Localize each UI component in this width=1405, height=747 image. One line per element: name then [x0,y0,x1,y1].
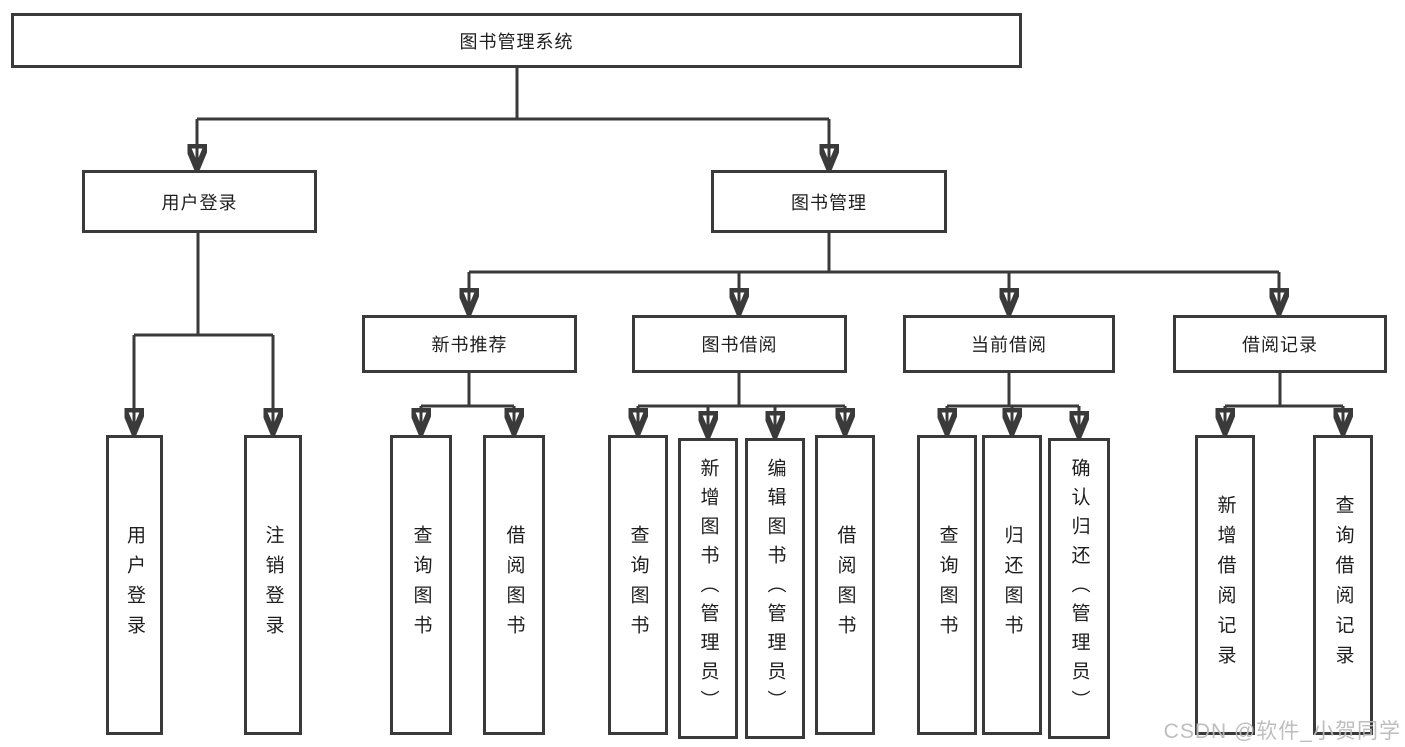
leaf-label: 借阅图书 [834,525,856,645]
leaf-label: 归还图书 [1001,525,1023,645]
leaf-query-books-borrowing: 查询图书 [608,435,668,735]
leaf-label: 新增图书（管理员） [697,458,719,719]
node-new-book-recommend: 新书推荐 [362,315,577,373]
leaf-return-book: 归还图书 [982,435,1042,735]
leaf-confirm-return-admin: 确认归还（管理员） [1048,438,1110,739]
leaf-query-books-current: 查询图书 [917,435,977,735]
leaf-query-borrow-record: 查询借阅记录 [1313,435,1373,735]
leaf-borrow-books: 借阅图书 [815,435,875,735]
node-borrow-records: 借阅记录 [1173,315,1387,373]
leaf-label: 查询借阅记录 [1332,495,1354,675]
leaf-label: 查询图书 [936,525,958,645]
leaf-label: 查询图书 [410,525,432,645]
node-root-system: 图书管理系统 [11,13,1022,68]
node-user-login: 用户登录 [82,170,317,233]
leaf-label: 确认归还（管理员） [1068,458,1090,719]
leaf-add-borrow-record: 新增借阅记录 [1195,435,1255,735]
leaf-label: 查询图书 [627,525,649,645]
csdn-watermark: CSDN @软件_小贺同学 [1163,720,1401,743]
leaf-user-login: 用户登录 [106,435,163,735]
node-current-borrowing: 当前借阅 [903,315,1115,373]
leaf-logout: 注销登录 [244,435,302,735]
leaf-label: 借阅图书 [503,525,525,645]
leaf-borrow-books-recommend: 借阅图书 [483,435,545,735]
node-book-borrowing: 图书借阅 [632,315,847,373]
leaf-label: 编辑图书（管理员） [764,458,786,719]
leaf-label: 注销登录 [262,525,284,645]
leaf-label: 新增借阅记录 [1214,495,1236,675]
node-book-management: 图书管理 [711,170,947,233]
leaf-add-book-admin: 新增图书（管理员） [678,438,738,739]
leaf-edit-book-admin: 编辑图书（管理员） [745,438,805,739]
leaf-query-books-recommend: 查询图书 [390,435,452,735]
leaf-label: 用户登录 [124,525,145,645]
